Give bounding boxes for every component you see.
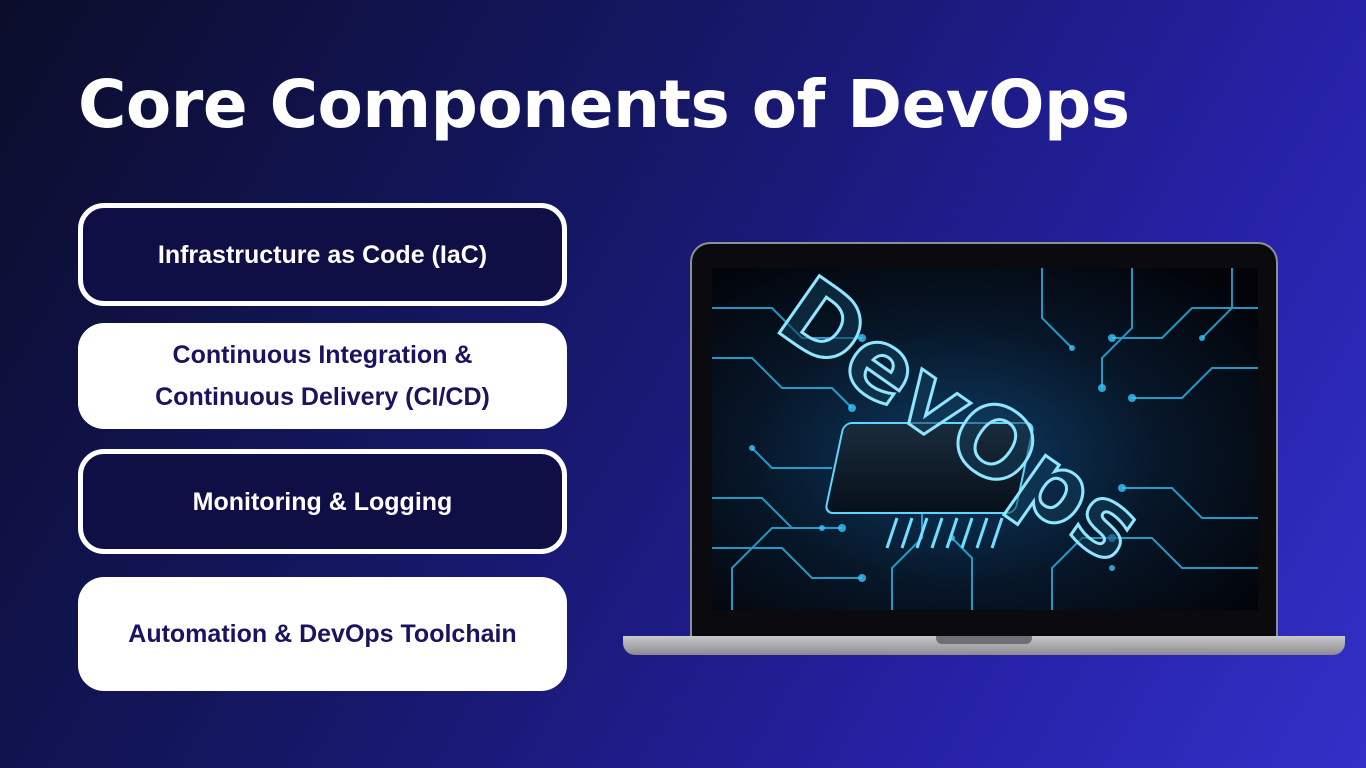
laptop-base: [623, 636, 1345, 655]
component-label: Infrastructure as Code (IaC): [157, 240, 488, 269]
laptop-screen: DevOps: [712, 268, 1258, 610]
laptop-illustration: DevOps: [690, 242, 1278, 638]
component-card-iac: Infrastructure as Code (IaC): [78, 203, 567, 306]
component-label-line1: Continuous Integration &: [172, 341, 473, 369]
component-label-line2: Continuous Delivery (CI/CD): [155, 383, 490, 411]
laptop-notch: [936, 636, 1032, 644]
component-card-automation: Automation & DevOps Toolchain: [78, 577, 567, 691]
component-label: Monitoring & Logging: [192, 487, 453, 516]
component-card-monitoring: Monitoring & Logging: [78, 449, 567, 554]
page-title: Core Components of DevOps: [78, 66, 1130, 143]
component-card-cicd: Continuous Integration & Continuous Deli…: [78, 323, 567, 429]
component-label: Automation & DevOps Toolchain: [128, 620, 517, 648]
devops-circuit-image: DevOps: [712, 268, 1258, 610]
